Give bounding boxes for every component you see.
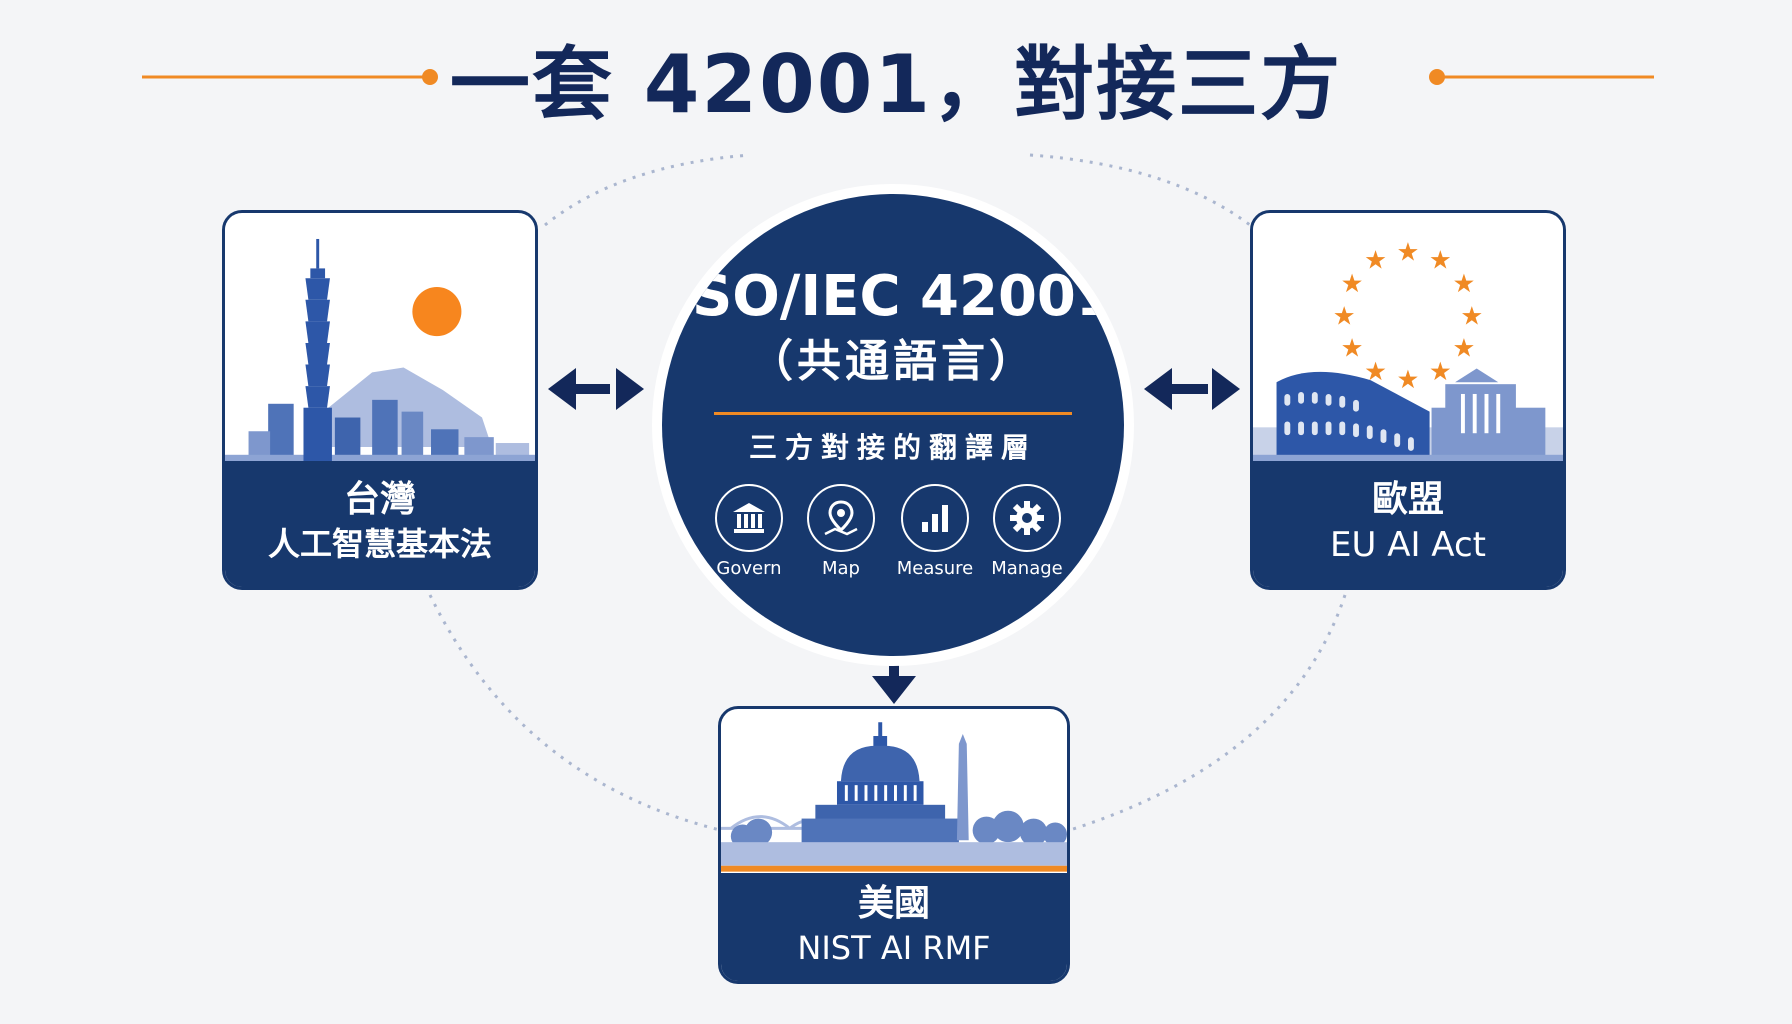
us-name: 美國 (857, 883, 930, 924)
svg-text:★: ★ (1341, 269, 1364, 299)
function-measure: Measure (888, 484, 982, 580)
eu-law: EU AI Act (1330, 525, 1486, 565)
hub-subtitle: （共通語言） (749, 336, 1037, 387)
function-map: Map (794, 484, 888, 580)
taipei-skyline-illustration (225, 215, 535, 467)
svg-text:★: ★ (1333, 301, 1356, 331)
title-dot-left (422, 69, 438, 85)
washington-monument (956, 734, 969, 841)
dotted-orbit-bottom-right (1069, 594, 1347, 832)
taiwan-name: 台灣 (343, 479, 416, 520)
svg-text:★: ★ (1429, 245, 1452, 275)
hub-caption: 三方對接的翻譯層 (748, 431, 1037, 464)
svg-text:★: ★ (1397, 365, 1420, 395)
hub-core: ISO/IEC 42001 （共通語言） 三方對接的翻譯層 Govern Map… (662, 194, 1124, 656)
iso-42001-hub: ISO/IEC 42001 （共通語言） 三方對接的翻譯層 Govern Map… (652, 184, 1134, 666)
taiwan-label: 台灣 人工智慧基本法 (225, 461, 535, 587)
function-label: Govern (716, 558, 782, 579)
bar-chart-icon (901, 484, 969, 552)
sun-icon (412, 287, 462, 337)
title-dot-right (1429, 69, 1445, 85)
hub-divider (714, 412, 1072, 415)
function-label: Measure (896, 558, 974, 579)
svg-text:★: ★ (1364, 357, 1387, 387)
eu-landmarks-illustration: ★ ★ ★ ★ ★ ★ ★ ★ ★ ★ ★ ★ (1253, 215, 1563, 467)
taiwan-law: 人工智慧基本法 (267, 525, 492, 563)
dotted-orbit-top-left (544, 153, 751, 227)
us-label: 美國 NIST AI RMF (721, 873, 1067, 981)
svg-text:★: ★ (1460, 301, 1483, 331)
function-label: Map (822, 558, 860, 579)
svg-text:★: ★ (1341, 334, 1364, 364)
institution-icon (715, 484, 783, 552)
taipei-101-tower (303, 238, 332, 463)
svg-text:★: ★ (1429, 357, 1452, 387)
us-capitol (801, 722, 959, 847)
function-govern: Govern (702, 484, 796, 580)
svg-text:★: ★ (1397, 238, 1420, 268)
trees (730, 810, 1067, 849)
dotted-orbit-top-right (1029, 153, 1251, 227)
svg-text:★: ★ (1364, 245, 1387, 275)
us-law: NIST AI RMF (797, 929, 991, 967)
double-arrow-left (548, 368, 644, 410)
svg-text:★: ★ (1452, 334, 1475, 364)
eu-stars-icon: ★ ★ ★ ★ ★ ★ ★ ★ ★ ★ ★ ★ (1333, 238, 1483, 396)
eu-name: 歐盟 (1371, 479, 1444, 520)
classical-building (1431, 368, 1546, 463)
function-manage: Manage (980, 484, 1074, 580)
page-title: 一套 42001，對接三方 (449, 38, 1343, 131)
eu-card: ★ ★ ★ ★ ★ ★ ★ ★ ★ ★ ★ ★ (1250, 210, 1566, 590)
us-card: 美國 NIST AI RMF (718, 706, 1070, 984)
svg-text:★: ★ (1452, 269, 1475, 299)
double-arrow-right (1144, 368, 1240, 410)
eu-label: 歐盟 EU AI Act (1253, 461, 1563, 587)
gear-icon (993, 484, 1061, 552)
function-label: Manage (991, 558, 1063, 579)
taiwan-card: 台灣 人工智慧基本法 (222, 210, 538, 590)
dotted-orbit-bottom-left (428, 594, 721, 832)
washington-landmarks-illustration (721, 710, 1067, 878)
map-pin-icon (807, 484, 875, 552)
hub-title: ISO/IEC 42001 (671, 264, 1115, 329)
colosseum (1276, 371, 1430, 463)
